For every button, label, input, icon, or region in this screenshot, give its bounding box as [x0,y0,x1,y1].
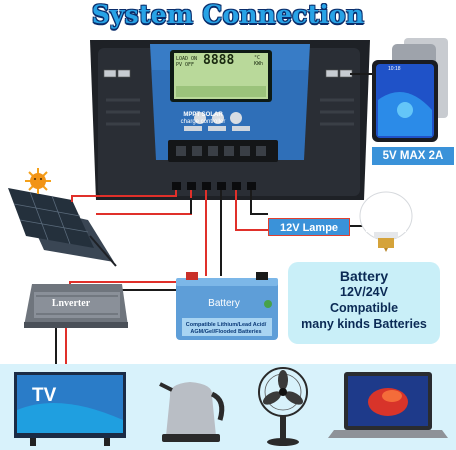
charge-controller [90,40,370,200]
fan-image [258,367,308,446]
battery-image [176,272,278,340]
phones-image [372,38,448,142]
lcd-digits: 8888 [203,53,235,68]
inverter-image [24,284,128,328]
phone-output-label: 5V MAX 2A [372,147,454,165]
kettle-image [159,382,225,442]
tv-image [14,372,126,446]
inverter-label: Lnverter [51,298,91,309]
page-title: System Connection [91,0,365,29]
solar-panel-image [8,188,117,267]
phone-time: 10:18 [388,66,401,72]
laptop-image [328,372,448,438]
battery-info-line3: Compatible [329,301,399,315]
battery-info-line4: many kinds Batteries [301,317,427,331]
controller-brand-line1: MPPT SOLAR [183,112,223,118]
battery-info-box: Battery 12V/24V Compatible many kinds Ba… [288,262,440,344]
controller-brand: MPPT SOLAR charge controller [168,112,238,126]
lamp-label: 12V Lampe [268,218,350,236]
battery-name: Battery [208,298,240,309]
sun-icon [25,168,51,194]
lamp-image [359,191,413,252]
battery-info-line1: Battery [339,268,389,284]
lcd-status-text: LOAD ON PV OFF [176,56,198,68]
tv-label: TV [32,385,57,406]
controller-brand-line2: charge controller [180,119,226,125]
lcd-units: °C KWh [254,55,264,67]
battery-subtitle: Compatible Lithium/Lead Acid/ AGM/Gel/Fl… [185,322,267,335]
battery-info-line2: 12V/24V [340,285,388,299]
